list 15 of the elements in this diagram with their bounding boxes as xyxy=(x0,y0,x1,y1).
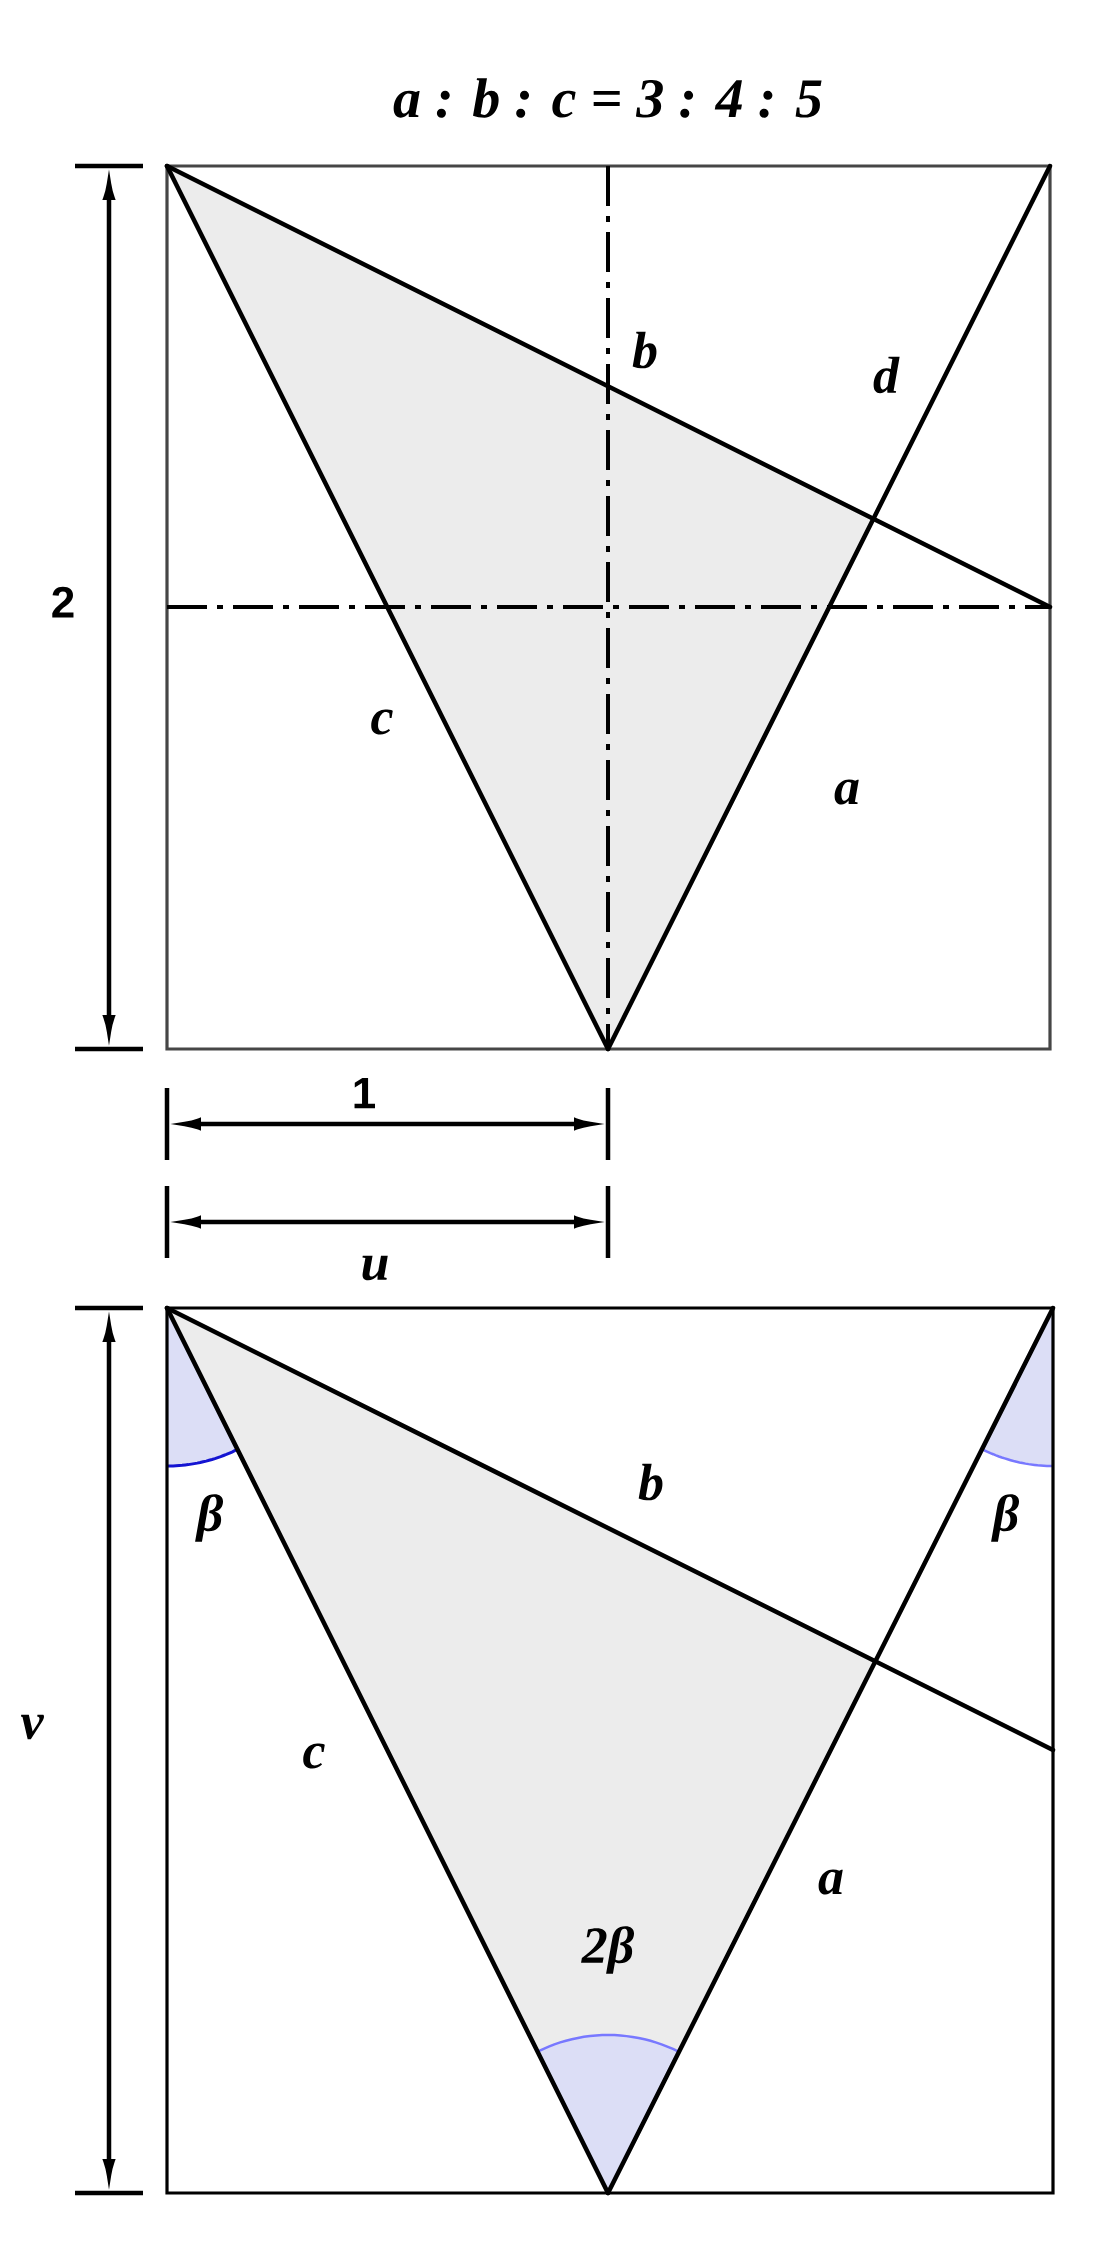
side-label: d xyxy=(873,356,900,394)
side-label: a xyxy=(834,779,859,805)
side-label: b xyxy=(638,1463,663,1501)
dimension-label: u xyxy=(362,1255,388,1281)
angle-label: β xyxy=(991,1494,1019,1542)
title: a : b : c = 3 : 4 : 5 xyxy=(393,78,822,118)
side-label: a xyxy=(818,1869,843,1895)
angle-label: β xyxy=(195,1494,223,1542)
dimension-label: v xyxy=(20,1714,44,1740)
dimension-label: 1 xyxy=(354,1077,375,1109)
side-label: b xyxy=(632,331,657,369)
side-label: c xyxy=(371,709,393,735)
dimension-label: 2 xyxy=(52,586,74,618)
angle-label: 2β xyxy=(581,1926,634,1974)
side-label: c xyxy=(303,1743,325,1769)
